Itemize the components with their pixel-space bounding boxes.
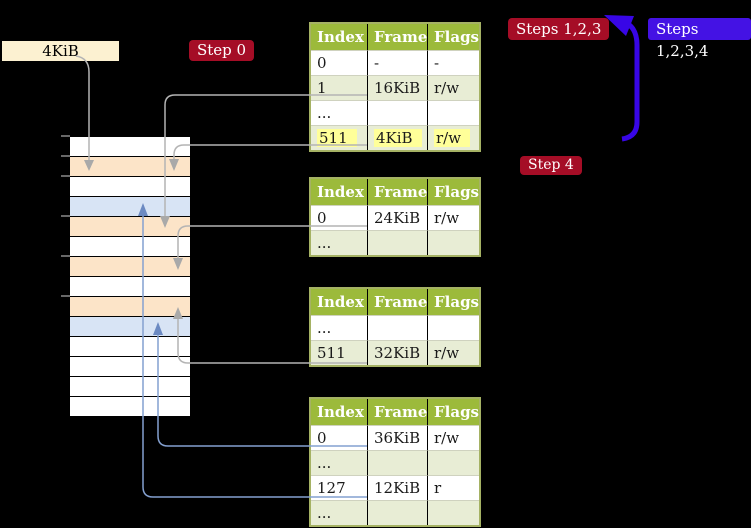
cell-index: ... <box>311 315 367 340</box>
cell-frame: 12KiB <box>367 475 427 500</box>
page-table-3: Index Frame Flags ... 511 32KiB r/w <box>309 287 481 367</box>
column-header-frame: Frame <box>367 289 427 315</box>
badge-steps-1-2-3: Steps 1,2,3 <box>508 18 610 40</box>
highlighted-cell-text: 4KiB <box>374 129 422 147</box>
memory-row <box>70 216 190 236</box>
cell-index: ... <box>311 100 367 125</box>
cell-frame: 24KiB <box>367 205 427 230</box>
cell-frame <box>367 450 427 475</box>
column-header-frame: Frame <box>367 179 427 205</box>
column-header-flags: Flags <box>427 24 479 50</box>
column-header-flags: Flags <box>427 289 479 315</box>
cell-index: ... <box>311 450 367 475</box>
cell-flags: r/w <box>427 425 479 450</box>
highlighted-cell-text: r/w <box>434 129 471 147</box>
cell-index: 0 <box>311 425 367 450</box>
memory-row <box>70 196 190 216</box>
cell-frame <box>367 500 427 525</box>
cell-flags <box>427 500 479 525</box>
column-header-frame: Frame <box>367 399 427 425</box>
cell-frame: 4KiB <box>367 125 427 150</box>
cell-flags: r/w <box>427 205 479 230</box>
memory-row <box>70 376 190 396</box>
badge-steps-1-2-3-4: Steps 1,2,3,4 <box>648 18 751 60</box>
memory-row <box>70 236 190 256</box>
cell-flags <box>427 230 479 255</box>
cell-flags: r <box>427 475 479 500</box>
cell-flags: r/w <box>427 125 479 150</box>
badge-step-0: Step 0 <box>189 40 255 61</box>
memory-row <box>70 396 190 416</box>
cell-index: 511 <box>311 340 367 365</box>
memory-row <box>70 316 190 336</box>
cell-frame: 36KiB <box>367 425 427 450</box>
cell-index: 0 <box>311 205 367 230</box>
memory-row <box>70 136 190 156</box>
cell-index: ... <box>311 230 367 255</box>
cell-frame: 16KiB <box>367 75 427 100</box>
cell-index: 511 <box>311 125 367 150</box>
memory-row <box>70 336 190 356</box>
cell-index: 127 <box>311 475 367 500</box>
cell-index: 1 <box>311 75 367 100</box>
page-table-4: Index Frame Flags 0 36KiB r/w ... 127 12… <box>309 397 481 527</box>
memory-row <box>70 176 190 196</box>
cell-frame <box>367 230 427 255</box>
cell-flags: r/w <box>427 340 479 365</box>
cell-frame: - <box>367 50 427 75</box>
cell-index: 0 <box>311 50 367 75</box>
column-header-flags: Flags <box>427 399 479 425</box>
column-header-frame: Frame <box>367 24 427 50</box>
memory-row <box>70 276 190 296</box>
cell-frame <box>367 315 427 340</box>
cell-frame <box>367 100 427 125</box>
page-table-2: Index Frame Flags 0 24KiB r/w ... <box>309 177 481 257</box>
memory-ticks <box>61 135 70 297</box>
arrow-loop-steps <box>621 21 640 142</box>
cell-frame: 32KiB <box>367 340 427 365</box>
page-table-1: Index Frame Flags 0 - - 1 16KiB r/w ... … <box>309 22 481 152</box>
physical-memory-column <box>70 136 190 416</box>
cell-flags <box>427 450 479 475</box>
memory-row <box>70 256 190 276</box>
highlighted-cell-text: 511 <box>317 129 357 147</box>
frame-size-label: 4KiB <box>2 41 119 61</box>
cell-flags <box>427 315 479 340</box>
column-header-flags: Flags <box>427 179 479 205</box>
cell-index: ... <box>311 500 367 525</box>
column-header-index: Index <box>311 24 367 50</box>
column-header-index: Index <box>311 179 367 205</box>
column-header-index: Index <box>311 289 367 315</box>
cell-flags <box>427 100 479 125</box>
column-header-index: Index <box>311 399 367 425</box>
cell-flags: r/w <box>427 75 479 100</box>
badge-step-4: Step 4 <box>520 156 582 175</box>
cell-flags: - <box>427 50 479 75</box>
memory-row <box>70 356 190 376</box>
memory-row <box>70 296 190 316</box>
memory-row <box>70 156 190 176</box>
